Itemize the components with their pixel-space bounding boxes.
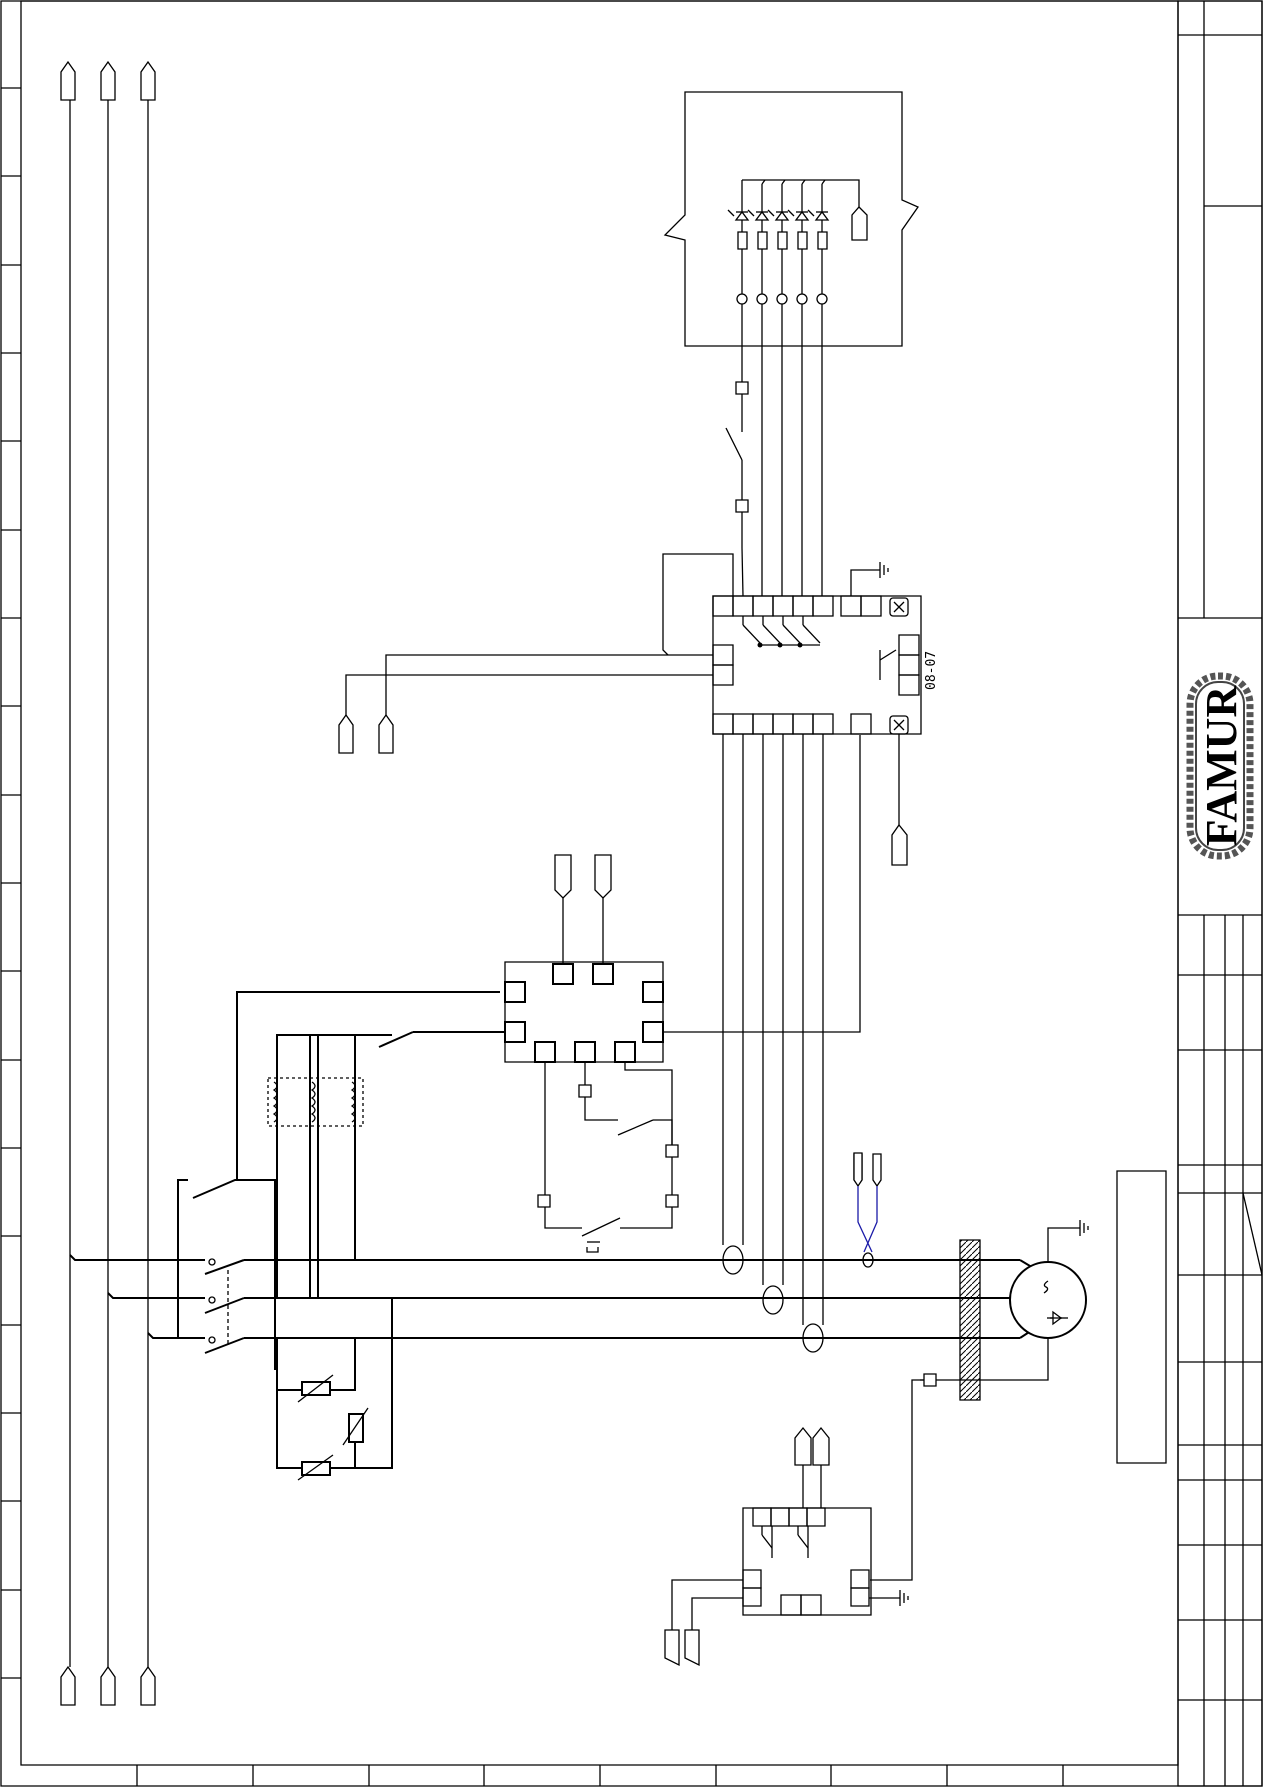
logo-text: FAMUR (1197, 685, 1246, 847)
cable-gland (960, 1240, 980, 1400)
motor-symbol (870, 1220, 1088, 1580)
control-module: 08-07 (713, 562, 939, 865)
bottom-zone-ticks (137, 1765, 1063, 1786)
led-array (728, 180, 859, 304)
title-block: FAMUR (1117, 1, 1262, 1786)
signal-pair-connectors (854, 1153, 881, 1267)
module-terminals-bottom (713, 714, 871, 734)
led-indicator-unit (665, 92, 918, 346)
module-label: 08-07 (924, 651, 939, 690)
surge-protection (277, 1298, 392, 1480)
left-zone-ticks (1, 88, 21, 1678)
bus-connector-bottom (61, 1667, 155, 1705)
famur-logo: FAMUR (1190, 676, 1250, 856)
protection-relay (505, 735, 860, 1252)
notes-box (1117, 1171, 1166, 1463)
control-cables (339, 554, 823, 1352)
motor-feeder (70, 992, 1088, 1580)
bus-connector-top (61, 62, 155, 100)
led-wiring (726, 304, 822, 596)
sensor-module (665, 1428, 908, 1665)
current-transformers (268, 1078, 363, 1126)
main-contactor (205, 1259, 244, 1353)
module-terminals-top (713, 596, 881, 616)
main-busbars (61, 62, 155, 1705)
relay-connectors-top (555, 855, 611, 898)
